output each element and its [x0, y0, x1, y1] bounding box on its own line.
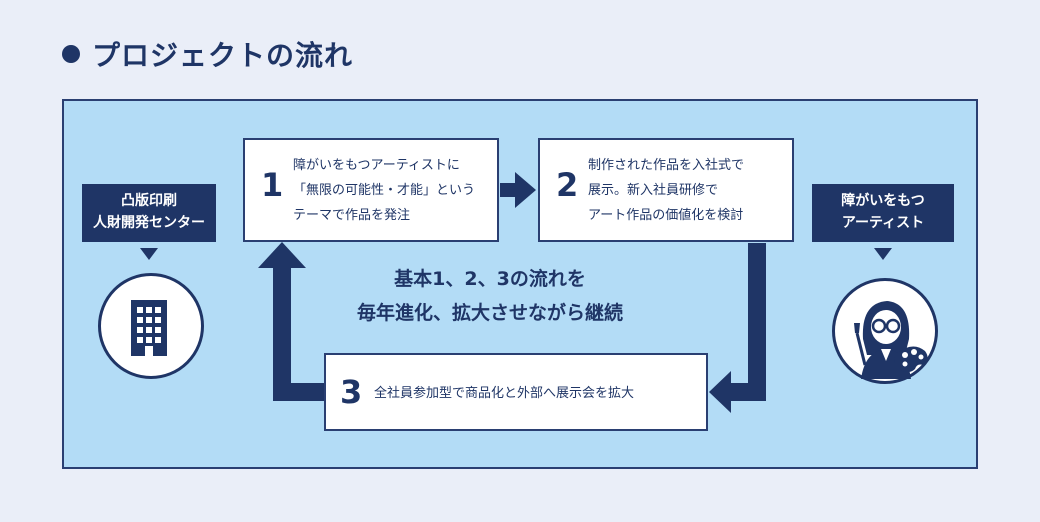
section-heading: プロジェクトの流れ [62, 34, 353, 74]
center-message-line-1: 基本1、2、3の流れを [394, 268, 586, 290]
arrow-2-to-3-left [728, 383, 766, 401]
step-1-box: 1 障がいをもつアーティストに 「無限の可能性・才能」という テーマで作品を発注 [243, 138, 499, 242]
step-2-box: 2 制作された作品を入社式で 展示。新入社員研修で アート作品の価値化を検討 [538, 138, 794, 242]
step-2-line-3: アート作品の価値化を検討 [588, 208, 744, 223]
arrow-2-to-3-down [748, 243, 766, 385]
left-actor-pointer [140, 248, 158, 260]
step-2-line-2: 展示。新入社員研修で [588, 183, 719, 198]
step-1-line-2: 「無限の可能性・才能」という [293, 183, 476, 198]
arrow-1-to-2-head [515, 172, 536, 208]
step-3-number: 3 [340, 373, 363, 411]
step-2-line-1: 制作された作品を入社式で [588, 158, 745, 173]
step-3-line-1: 全社員参加型で商品化と外部へ展示会を拡大 [374, 386, 635, 401]
step-3-box: 3 全社員参加型で商品化と外部へ展示会を拡大 [324, 353, 708, 431]
right-actor-label: 障がいをもつ アーティスト [812, 184, 954, 242]
center-message-line-2: 毎年進化、拡大させながら継続 [356, 302, 623, 324]
right-actor-line-2: アーティスト [841, 215, 925, 231]
center-message: 基本1、2、3の流れを 毎年進化、拡大させながら継続 [240, 262, 740, 330]
arrow-3-to-1-up [273, 266, 291, 401]
step-1-line-1: 障がいをもつアーティストに [293, 158, 460, 173]
right-actor-line-1: 障がいをもつ [841, 193, 925, 209]
step-2-number: 2 [556, 166, 579, 204]
left-actor-circle [98, 273, 204, 379]
right-actor-pointer [874, 248, 892, 260]
heading-title: プロジェクトの流れ [92, 39, 354, 72]
left-actor-label: 凸版印刷 人財開発センター [82, 184, 216, 242]
step-1-line-3: テーマで作品を発注 [293, 208, 411, 223]
left-actor-line-2: 人財開発センター [93, 215, 205, 231]
artist-icon [854, 301, 928, 379]
arrow-2-to-3-head [709, 371, 731, 413]
bullet-dot-icon [62, 45, 80, 63]
step-3-text: 全社員参加型で商品化と外部へ展示会を拡大 [374, 381, 634, 406]
step-2-text: 制作された作品を入社式で 展示。新入社員研修で アート作品の価値化を検討 [588, 153, 744, 228]
step-1-text: 障がいをもつアーティストに 「無限の可能性・才能」という テーマで作品を発注 [293, 153, 475, 228]
arrow-1-to-2-shaft [500, 183, 518, 197]
arrow-3-to-1-head [258, 242, 306, 268]
building-icon [131, 300, 167, 356]
left-actor-line-1: 凸版印刷 [121, 193, 177, 209]
right-actor-circle [832, 278, 938, 384]
step-1-number: 1 [261, 166, 284, 204]
